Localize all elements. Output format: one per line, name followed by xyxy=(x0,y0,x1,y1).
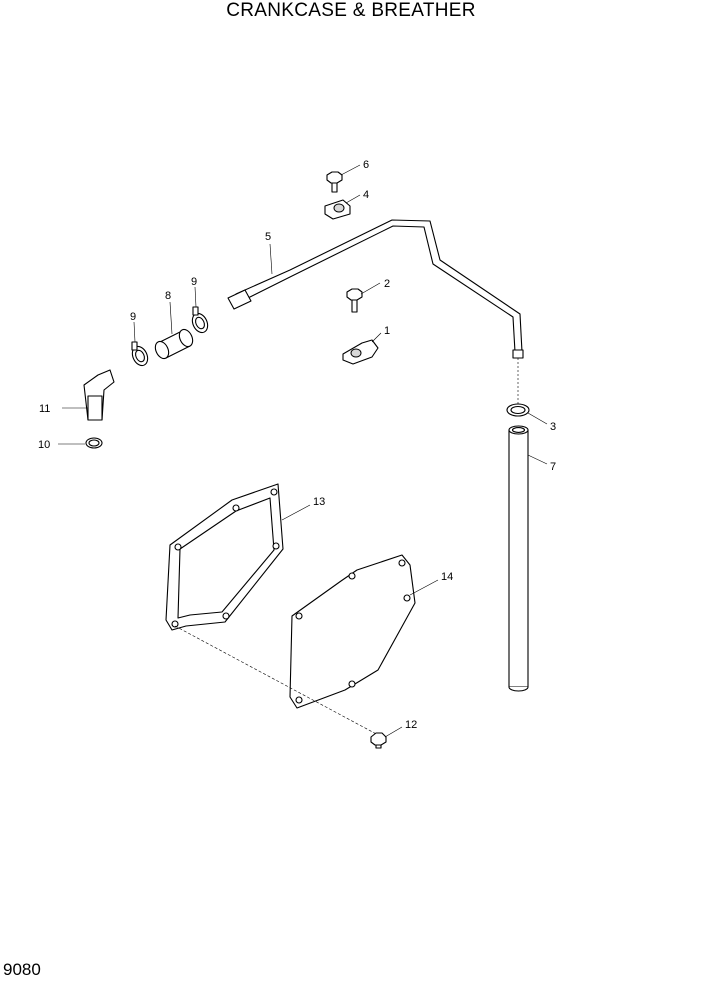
part-6-bolt: 6 xyxy=(326,159,369,193)
page-number: 9080 xyxy=(3,960,41,979)
part-13-gasket: 13 xyxy=(165,483,325,631)
part-14-cover-plate: 14 xyxy=(289,554,453,709)
part-9-hose-clamp-upper: 9 xyxy=(191,276,209,334)
part-11-elbow: 11 xyxy=(39,369,115,421)
callout-10: 10 xyxy=(38,439,50,451)
callout-9-upper: 9 xyxy=(191,276,197,288)
callout-12: 12 xyxy=(405,719,417,731)
part-1-clamp: 1 xyxy=(342,325,390,365)
part-9-hose-clamp-lower: 9 xyxy=(130,311,149,367)
part-2-bolt: 2 xyxy=(346,278,390,313)
callout-3: 3 xyxy=(550,421,556,433)
part-5-breather-pipe: 5 xyxy=(227,219,524,359)
part-7-tube: 7 xyxy=(508,425,556,692)
callout-7: 7 xyxy=(550,461,556,473)
callout-14: 14 xyxy=(441,571,453,583)
callout-6: 6 xyxy=(363,159,369,171)
part-3-clamp: 3 xyxy=(506,358,556,433)
callout-11: 11 xyxy=(39,403,50,415)
callout-5: 5 xyxy=(265,231,271,243)
assembly-line xyxy=(174,625,381,737)
part-12-bolt: 12 xyxy=(370,719,417,749)
callout-4: 4 xyxy=(363,189,369,201)
callout-2: 2 xyxy=(384,278,390,290)
callout-1: 1 xyxy=(384,325,390,337)
page-title: CRANKCASE & BREATHER xyxy=(226,0,476,21)
callout-9-lower: 9 xyxy=(130,311,136,323)
part-4-clip: 4 xyxy=(324,189,369,220)
callout-8: 8 xyxy=(165,290,171,302)
part-10-o-ring: 10 xyxy=(38,437,103,451)
part-8-hose: 8 xyxy=(154,290,194,360)
callout-13: 13 xyxy=(313,496,325,508)
